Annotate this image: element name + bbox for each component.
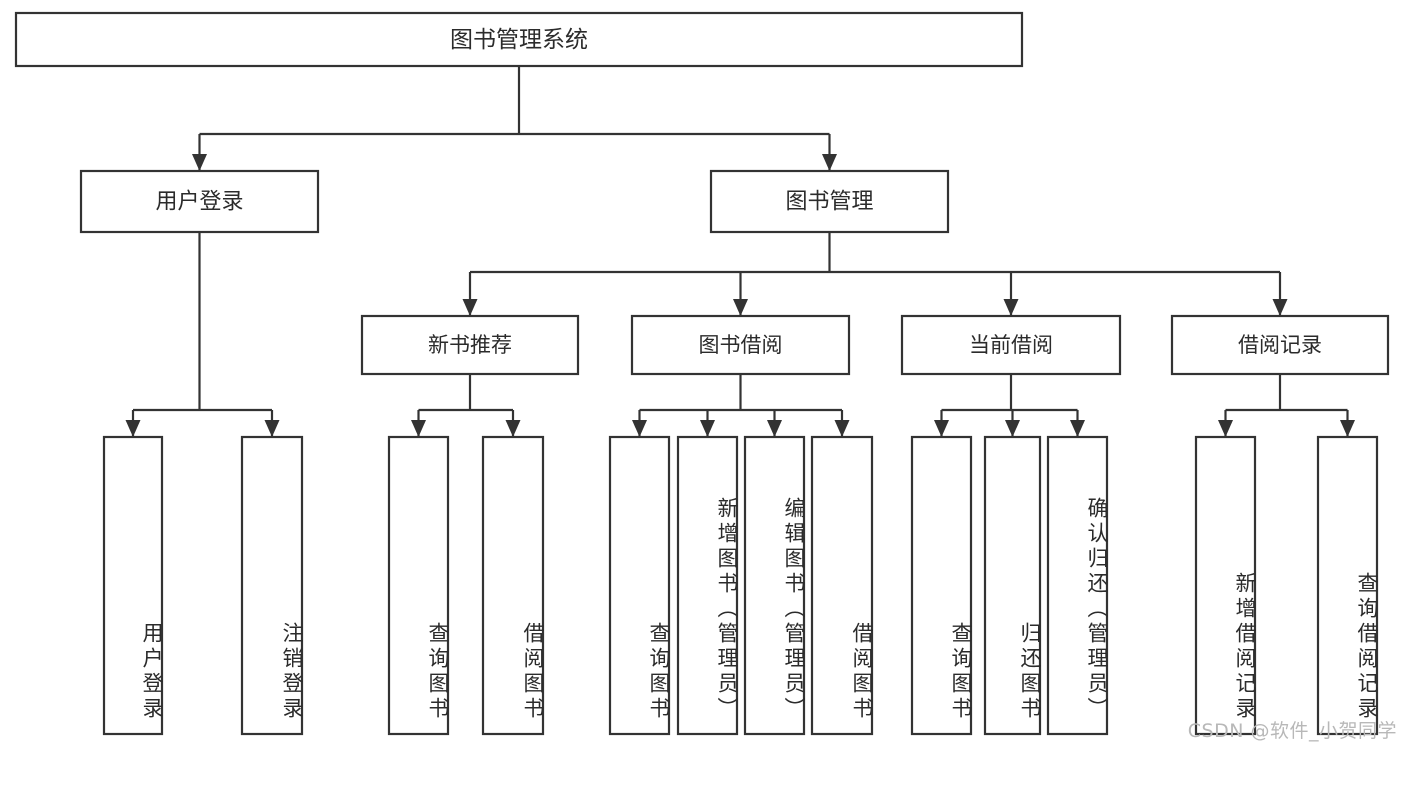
- arrow-head-icon: [1005, 420, 1020, 437]
- leaf-edit-book-box[interactable]: [743, 435, 806, 736]
- current-borrow-box[interactable]: [900, 314, 1122, 376]
- arrow-head-icon: [1003, 299, 1019, 316]
- arrow-head-icon: [462, 299, 478, 316]
- leaf-user-login-box[interactable]: [102, 435, 164, 736]
- user-login-box[interactable]: [79, 169, 320, 234]
- book-borrow-box[interactable]: [630, 314, 851, 376]
- leaf-add-borrow-record-box[interactable]: [1194, 435, 1257, 736]
- leaf-borrow-book-recommend-box[interactable]: [481, 435, 545, 736]
- new-book-recommend-label: 新书推荐: [428, 333, 512, 357]
- arrow-head-icon: [834, 420, 850, 437]
- leaf-user-logout-box[interactable]: [240, 435, 304, 736]
- current-borrow-label: 当前借阅: [969, 333, 1053, 357]
- arrow-head-icon: [1340, 420, 1355, 437]
- leaf-confirm-return-box[interactable]: [1046, 435, 1109, 736]
- arrow-head-icon: [632, 420, 647, 437]
- arrow-head-icon: [934, 420, 949, 437]
- leaf-query-book-current-box[interactable]: [910, 435, 973, 736]
- leaf-add-book-box[interactable]: [676, 435, 739, 736]
- arrow-head-icon: [733, 299, 748, 316]
- watermark: CSDN @软件_小贺同学: [1187, 720, 1397, 742]
- book-borrow-label: 图书借阅: [699, 333, 783, 357]
- arrow-head-icon: [264, 420, 280, 437]
- arrow-head-icon: [1218, 420, 1233, 437]
- leaf-query-book-borrow-box[interactable]: [608, 435, 671, 736]
- arrow-head-icon: [505, 420, 521, 437]
- arrow-head-icon: [1272, 299, 1288, 316]
- arrow-head-icon: [411, 420, 426, 437]
- root-node-box[interactable]: [14, 11, 1024, 68]
- book-manage-label: 图书管理: [785, 190, 873, 215]
- connector-layer: [125, 66, 1355, 437]
- leaf-query-borrow-record-box[interactable]: [1316, 435, 1379, 736]
- leaf-query-book-recommend-box[interactable]: [387, 435, 450, 736]
- arrow-head-icon: [1070, 420, 1085, 437]
- borrow-record-box[interactable]: [1170, 314, 1390, 376]
- arrow-head-icon: [192, 154, 207, 171]
- new-book-recommend-box[interactable]: [360, 314, 580, 376]
- flowchart-canvas: 图书管理系统用户登录图书管理新书推荐图书借阅当前借阅借阅记录 用户登录注销登录查…: [14, 11, 1397, 742]
- book-manage-box[interactable]: [709, 169, 950, 234]
- leaf-borrow-book-box[interactable]: [810, 435, 874, 736]
- root-node-label: 图书管理系统: [450, 27, 588, 53]
- arrow-head-icon: [822, 154, 837, 171]
- borrow-record-label: 借阅记录: [1238, 333, 1322, 357]
- leaf-return-book-box[interactable]: [983, 435, 1042, 736]
- arrow-head-icon: [767, 420, 782, 437]
- arrow-head-icon: [125, 420, 141, 437]
- user-login-label: 用户登录: [155, 190, 243, 215]
- arrow-head-icon: [700, 420, 715, 437]
